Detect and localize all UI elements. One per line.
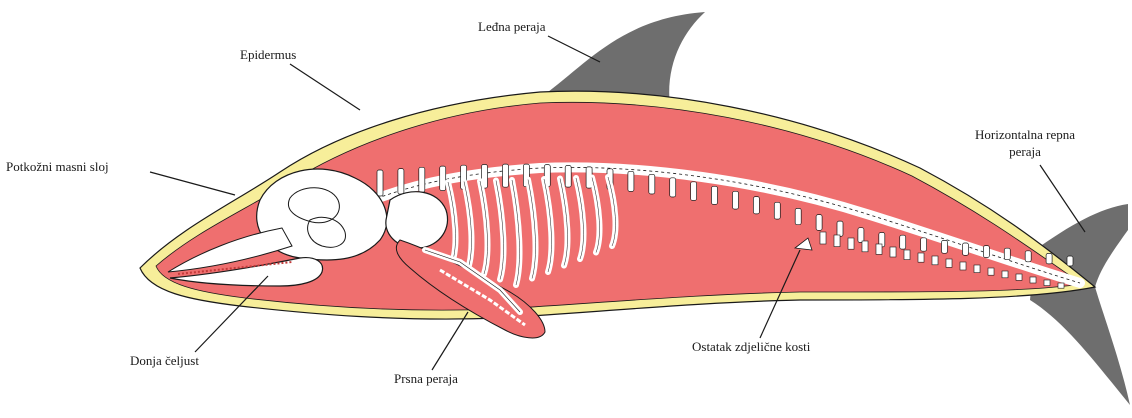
label-pectoral-fin: Prsna peraja [394, 370, 458, 387]
vertebra [565, 166, 571, 188]
label-tail-fin: Horizontalna repna peraja [955, 126, 1095, 160]
vertebra [1046, 253, 1052, 264]
vertebra [377, 170, 383, 196]
tail-fluke-shape [1030, 204, 1130, 405]
vertebra [419, 167, 425, 192]
tail-vertebra [1002, 271, 1008, 278]
label-dorsal-fin: Leđna peraja [478, 18, 545, 35]
scapula-shape [386, 192, 448, 248]
vertebra [628, 171, 634, 191]
vertebra [963, 243, 969, 255]
label-pelvic-remnant: Ostatak zdjelične kosti [692, 338, 810, 355]
tail-vertebra [974, 265, 980, 273]
tail-vertebra [1044, 280, 1050, 286]
tail-vertebra [1016, 274, 1022, 280]
tail-vertebra [904, 250, 910, 260]
vertebra [1067, 256, 1073, 266]
vertebra [795, 208, 801, 224]
vertebra [774, 202, 780, 219]
vertebra [900, 235, 906, 249]
vertebra [858, 228, 864, 243]
vertebra [753, 197, 759, 214]
label-lower-jaw: Donja čeljust [130, 352, 199, 369]
vertebra [440, 166, 446, 191]
leader-tail-fin [1040, 165, 1085, 232]
vertebra [816, 215, 822, 231]
vertebra [733, 191, 739, 209]
tail-vertebra [834, 235, 840, 247]
tail-vertebra [918, 253, 924, 262]
vertebra [712, 186, 718, 204]
label-epidermis: Epidermus [240, 46, 296, 63]
vertebra [921, 238, 927, 251]
tail-vertebra [890, 247, 896, 257]
tail-vertebra [960, 262, 966, 270]
vertebra [503, 164, 509, 187]
vertebra [649, 174, 655, 194]
vertebra [1004, 248, 1010, 260]
tail-vertebra [988, 268, 994, 275]
vertebra [398, 169, 404, 195]
tail-vertebra [946, 259, 952, 267]
vertebra [691, 182, 697, 201]
tail-vertebra [876, 244, 882, 254]
tail-vertebra [820, 232, 826, 244]
vertebra [942, 240, 948, 253]
leader-blubber [150, 172, 235, 195]
label-tail-fin-line1: Horizontalna repna [955, 126, 1095, 143]
leader-epidermis [290, 64, 360, 110]
tail-vertebra [862, 241, 868, 252]
tail-vertebra [1058, 283, 1064, 288]
tail-vertebra [848, 238, 854, 249]
leader-dorsal-fin [548, 36, 600, 62]
vertebra [983, 246, 989, 258]
tail-vertebra [1030, 277, 1036, 283]
vertebra [670, 178, 676, 197]
label-blubber: Potkožni masni sloj [6, 158, 109, 175]
leader-pectoral-fin [432, 312, 468, 370]
label-tail-fin-line2: peraja [955, 143, 1095, 160]
tail-vertebra [932, 256, 938, 265]
vertebra [1025, 251, 1031, 262]
vertebra [837, 221, 843, 236]
